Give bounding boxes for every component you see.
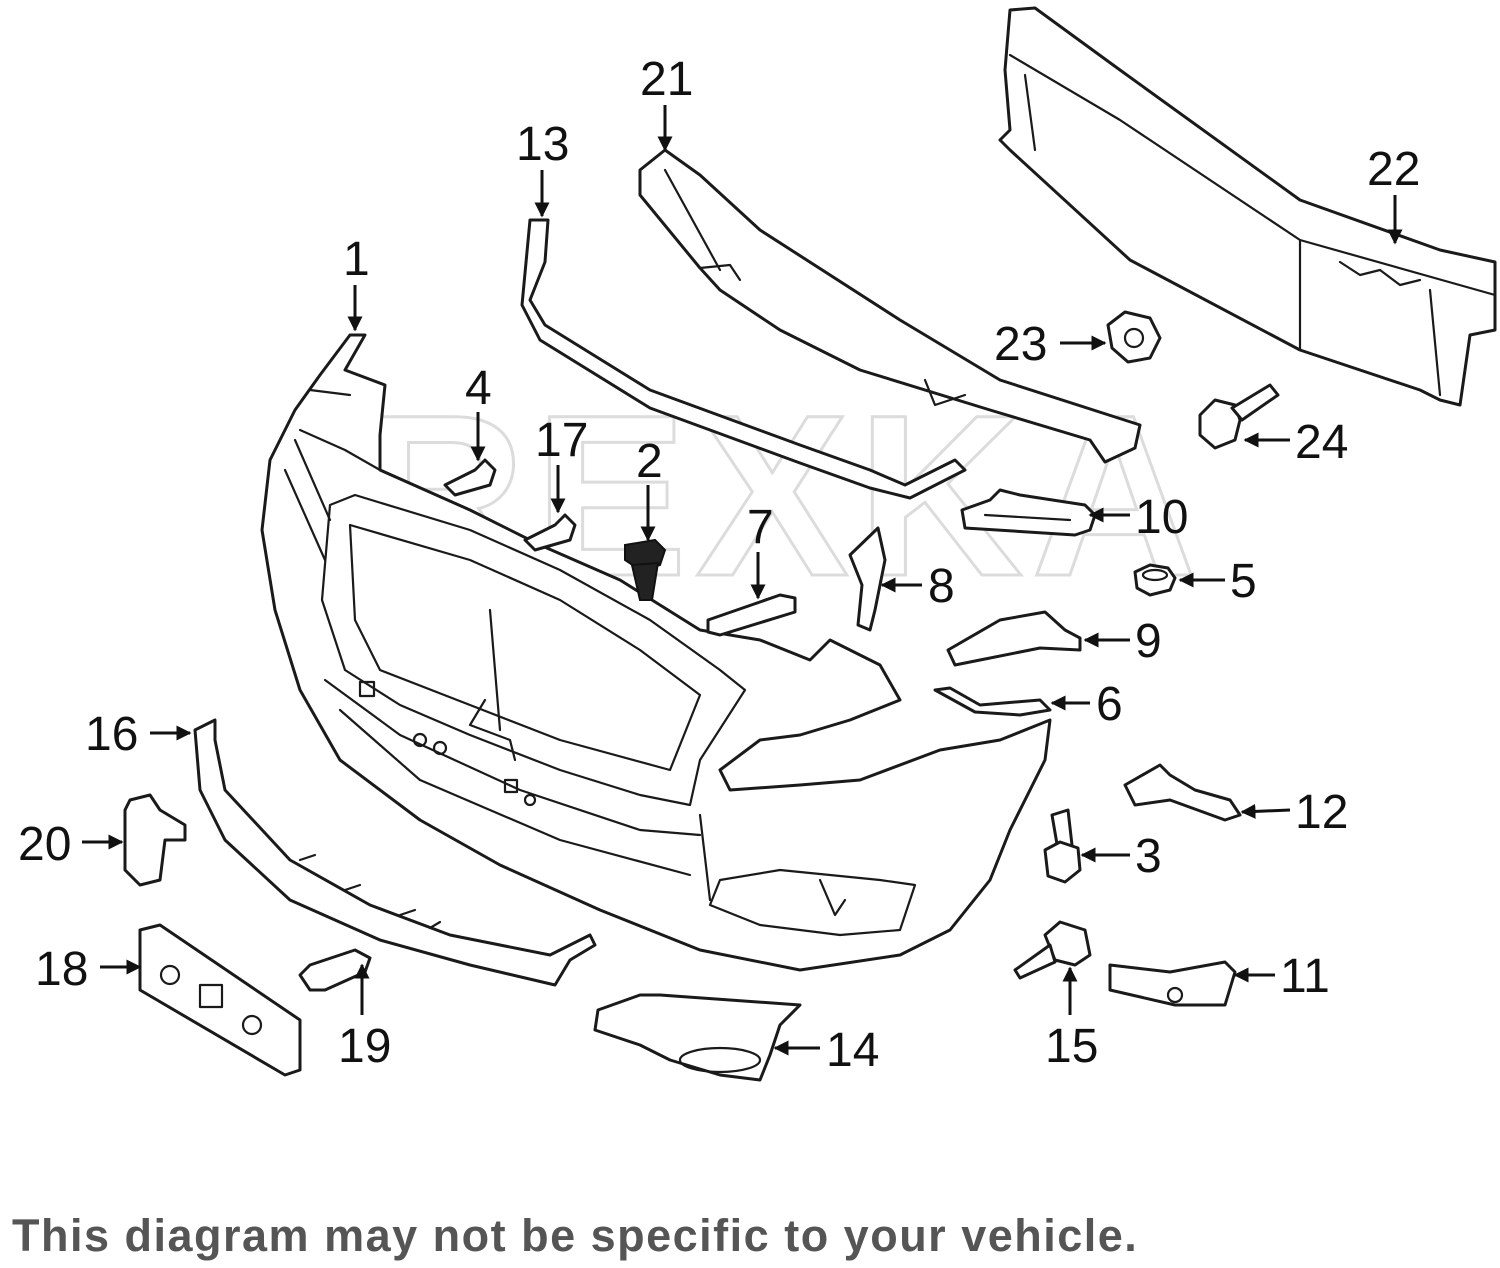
callout-leaders xyxy=(82,105,1403,1056)
callout-22: 22 xyxy=(1367,143,1420,196)
callout-21: 21 xyxy=(640,53,693,106)
part-17-push-clip xyxy=(523,513,577,552)
callout-17: 17 xyxy=(535,414,588,467)
callout-20: 20 xyxy=(18,818,71,871)
callout-23: 23 xyxy=(994,318,1047,371)
callout-3: 3 xyxy=(1135,830,1162,883)
part-18-license-bracket xyxy=(138,923,302,1077)
callout-2: 2 xyxy=(636,435,663,488)
callout-12: 12 xyxy=(1295,786,1348,839)
part-12-bracket xyxy=(1123,763,1242,822)
part-16-lower-spoiler xyxy=(193,718,597,987)
callout-5: 5 xyxy=(1230,555,1257,608)
callout-4: 4 xyxy=(465,362,492,415)
part-11-bracket xyxy=(1108,960,1237,1007)
callout-18: 18 xyxy=(35,943,88,996)
callout-8: 8 xyxy=(928,560,955,613)
callout-9: 9 xyxy=(1135,615,1162,668)
part-13-seal-strip xyxy=(520,218,967,500)
part-9-bracket xyxy=(946,610,1082,667)
part-14-fog-bezel xyxy=(593,993,802,1082)
part-6-strip xyxy=(933,686,1052,717)
part-20-clip xyxy=(123,793,187,887)
bumper-parts-diagram: REXKA xyxy=(18,6,1497,1082)
leader-12 xyxy=(1240,803,1291,819)
part-15-screw xyxy=(1013,920,1092,980)
callout-labels: 1 2 3 4 5 6 7 8 9 10 11 12 13 14 15 16 1… xyxy=(18,53,1420,1077)
callout-6: 6 xyxy=(1096,678,1123,731)
callout-16: 16 xyxy=(85,708,138,761)
callout-1: 1 xyxy=(343,233,370,286)
part-8-bracket xyxy=(848,526,887,632)
callout-13: 13 xyxy=(516,118,569,171)
callout-11: 11 xyxy=(1280,950,1330,1003)
part-5-nut xyxy=(1133,563,1177,597)
part-22-reinforcement xyxy=(998,6,1497,407)
part-3-bolt xyxy=(1043,808,1082,884)
callout-15: 15 xyxy=(1045,1020,1098,1073)
callout-14: 14 xyxy=(826,1024,879,1077)
part-21-energy-absorber xyxy=(638,148,1142,464)
part-7-spacer-pad xyxy=(706,593,797,637)
callout-19: 19 xyxy=(338,1020,391,1073)
disclaimer-text: This diagram may not be specific to your… xyxy=(12,1210,1139,1261)
callout-24: 24 xyxy=(1295,416,1348,469)
part-24-bolt xyxy=(1198,383,1280,450)
callout-10: 10 xyxy=(1135,491,1188,544)
part-4-push-clip xyxy=(443,458,497,497)
part-19-rivet xyxy=(298,948,372,992)
callout-7: 7 xyxy=(747,501,774,554)
part-23-nut xyxy=(1106,310,1162,364)
